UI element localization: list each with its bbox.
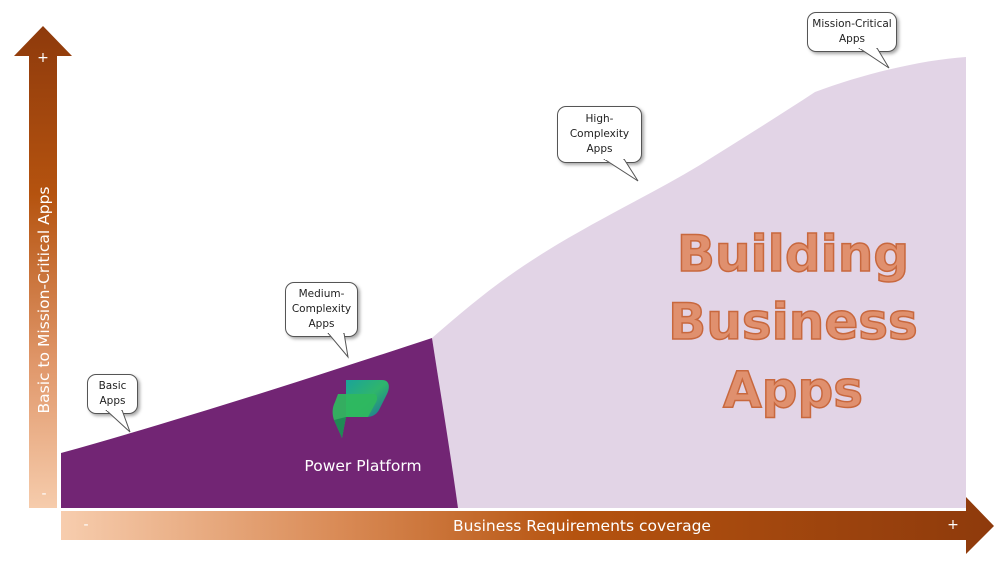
title-line: Business	[667, 292, 918, 352]
callout-mission-critical-apps: Mission-Critical Apps	[807, 12, 897, 52]
power-platform-label: Power Platform	[304, 457, 422, 475]
callout-basic-apps: Basic Apps	[87, 374, 138, 414]
callout-tail	[858, 48, 890, 69]
y-axis-minus-sign: -	[41, 486, 47, 502]
y-axis-label: Basic to Mission-Critical Apps	[35, 186, 53, 414]
callout-line: Apps	[99, 395, 126, 407]
callout-line: High-	[585, 113, 614, 125]
callout-line: Mission-Critical	[812, 18, 892, 30]
building-business-apps-title: Building Business Apps	[667, 220, 918, 424]
callout-tail	[105, 410, 131, 433]
title-line: Building	[676, 224, 910, 284]
business-apps-region	[432, 57, 966, 508]
callout-line: Apps	[308, 318, 335, 330]
callout-line: Apps	[839, 33, 865, 45]
callout-tail	[603, 159, 639, 182]
power-apps-logo-icon	[332, 380, 389, 438]
x-axis-label: Business Requirements coverage	[453, 517, 711, 535]
x-axis-minus-sign: -	[83, 517, 89, 533]
callout-line: Complexity	[291, 303, 352, 315]
x-axis-arrow	[61, 497, 994, 554]
y-axis-arrow	[14, 26, 72, 508]
callout-medium-complexity-apps: Medium- Complexity Apps	[285, 282, 358, 337]
callout-tail	[327, 333, 349, 359]
callout-line: Medium-	[298, 288, 345, 300]
callout-line: Basic	[98, 380, 127, 392]
x-axis-plus-sign: +	[947, 517, 959, 533]
y-axis-plus-sign: +	[37, 50, 49, 66]
callout-line: Apps	[586, 143, 613, 155]
callout-line: Complexity	[569, 128, 630, 140]
callout-high-complexity-apps: High- Complexity Apps	[557, 106, 642, 163]
title-line: Apps	[722, 360, 864, 420]
